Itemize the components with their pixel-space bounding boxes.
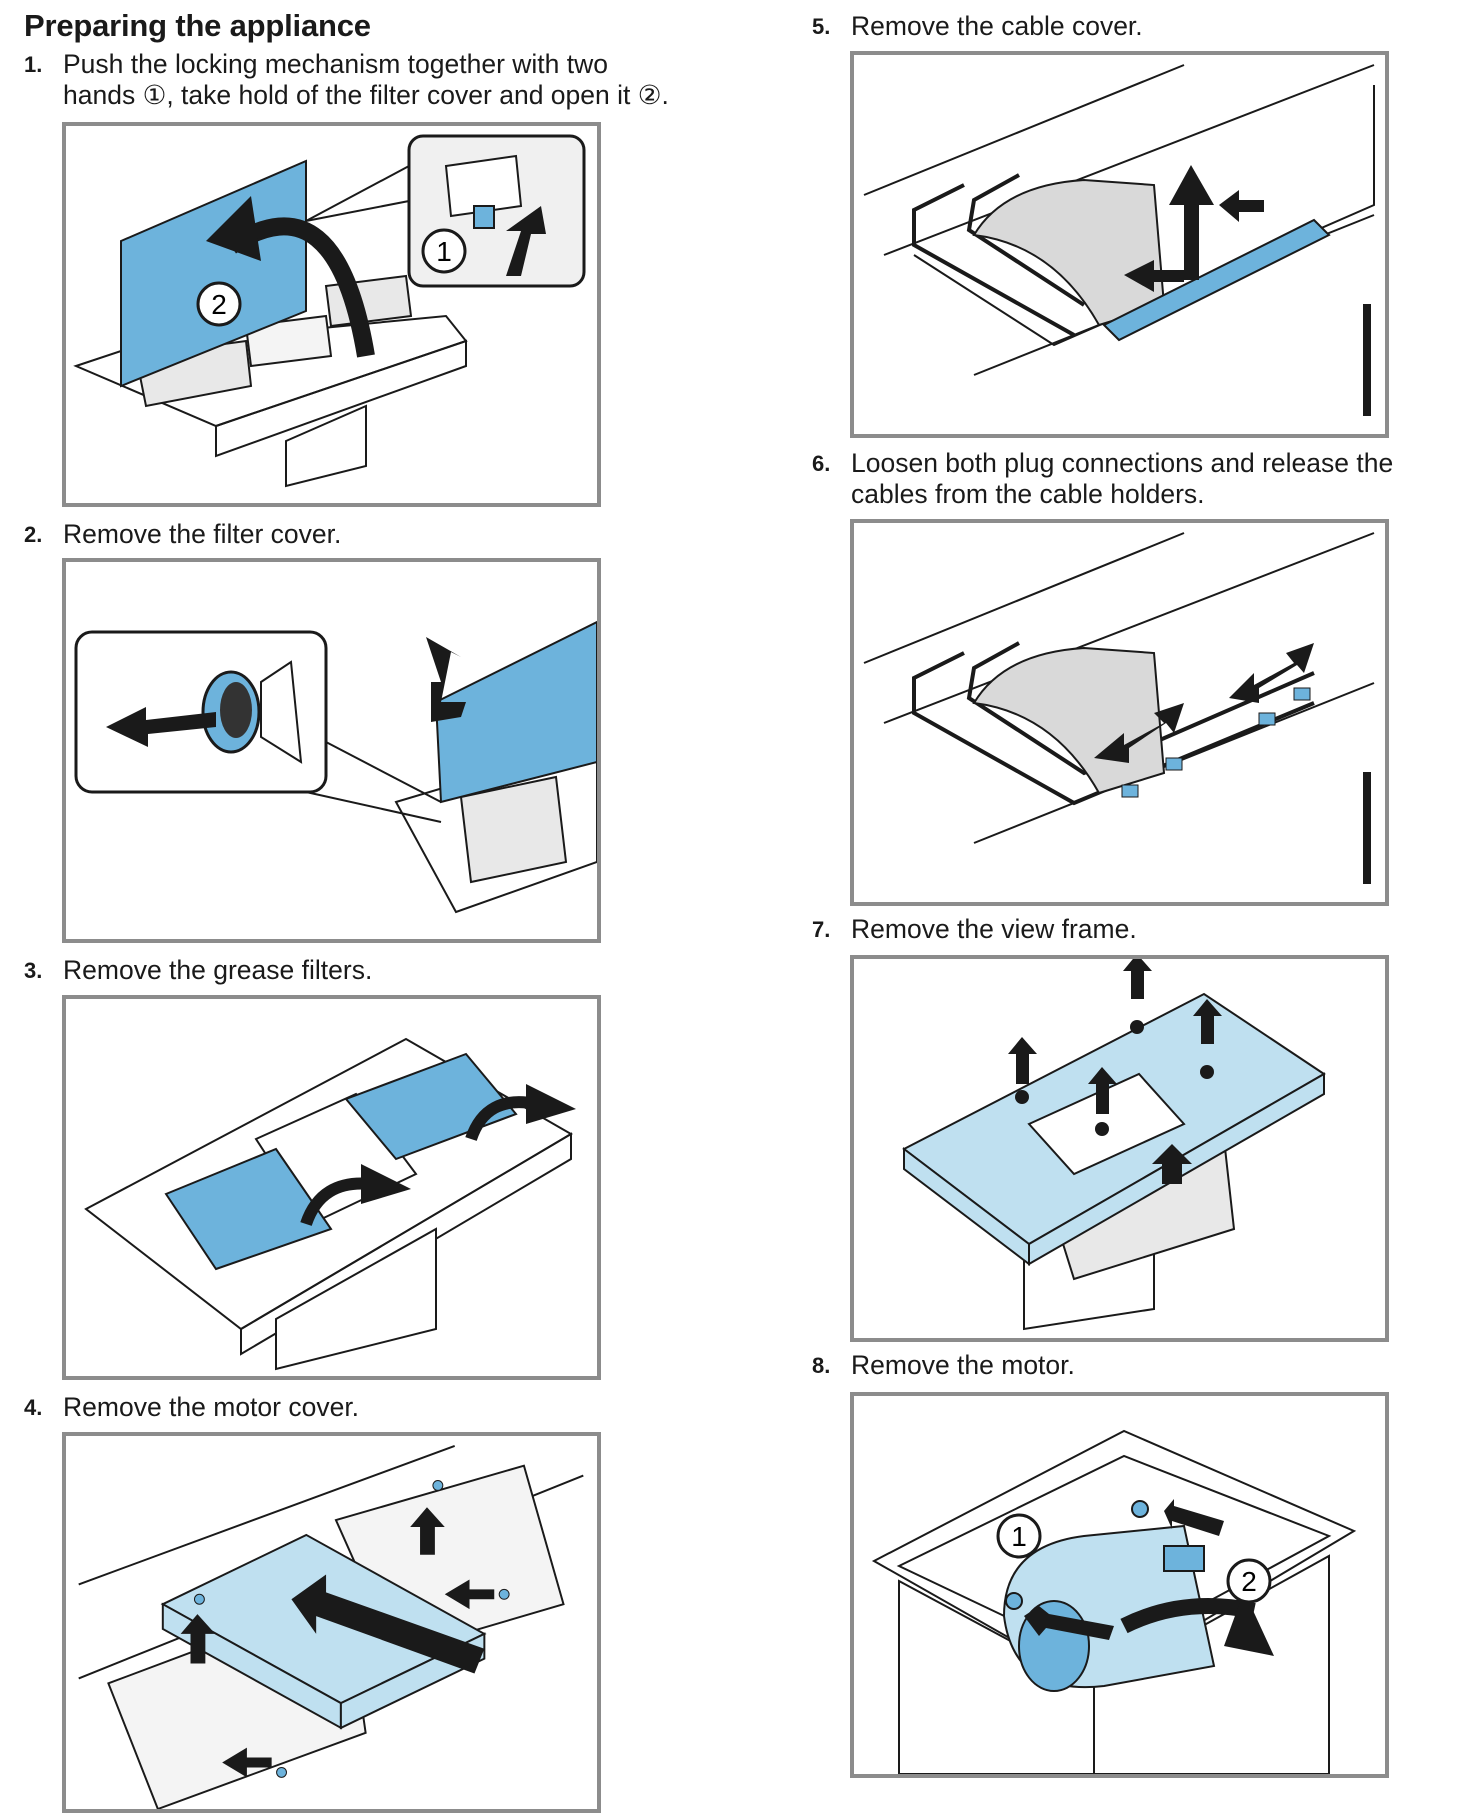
step-text: Remove the cable cover. (851, 11, 1143, 42)
step-5-illustration (850, 51, 1389, 438)
step-3-illustration (62, 995, 601, 1380)
step-number: 3. (24, 958, 43, 983)
step-6-illustration (850, 519, 1389, 906)
step-1-illustration: 2 1 (62, 122, 601, 507)
svg-text:1: 1 (436, 236, 452, 267)
callout-2-badge: 2 (196, 281, 242, 327)
step-text: Loosen both plug connections and release… (851, 448, 1393, 510)
remove-filter-cover-drawing (74, 620, 597, 914)
step-text-line: Push the locking mechanism together with… (63, 49, 608, 79)
open-filter-cover-drawing: 2 1 (73, 134, 586, 488)
remove-motor-cover-drawing (78, 1444, 584, 1809)
remove-view-frame-drawing (902, 959, 1326, 1331)
callout-1-badge: 1 (996, 1513, 1042, 1559)
step-2-illustration (62, 558, 601, 943)
page-title: Preparing the appliance (24, 8, 371, 43)
step-8-illustration: 1 2 (850, 1392, 1389, 1778)
step-number: 7. (812, 917, 831, 942)
step-text-line: Remove the grease filters. (63, 955, 373, 985)
step-text: Remove the view frame. (851, 914, 1137, 945)
step-text-line: Remove the motor. (851, 1350, 1075, 1380)
step-text-line: hands ①, take hold of the filter cover a… (63, 80, 669, 110)
step-text: Remove the motor. (851, 1350, 1075, 1381)
step-4-illustration (62, 1432, 601, 1813)
callout-2-badge: 2 (1226, 1558, 1272, 1604)
loosen-plug-connections-drawing (863, 532, 1375, 884)
step-number: 6. (812, 451, 831, 476)
step-text-line: Remove the filter cover. (63, 519, 342, 549)
step-text: Remove the grease filters. (63, 955, 372, 986)
callout-1-badge: 1 (421, 228, 467, 274)
step-number: 4. (24, 1395, 43, 1420)
step-number: 8. (812, 1353, 831, 1378)
step-number: 1. (24, 52, 43, 77)
svg-text:2: 2 (1241, 1566, 1257, 1597)
remove-motor-drawing: 1 2 (871, 1429, 1357, 1774)
svg-text:1: 1 (1011, 1521, 1027, 1552)
step-7-illustration (850, 955, 1389, 1342)
remove-cable-cover-drawing (863, 64, 1375, 416)
remove-grease-filters-drawing (84, 1037, 576, 1371)
step-text-line: Remove the motor cover. (63, 1392, 360, 1422)
step-text: Remove the filter cover. (63, 519, 341, 550)
step-text-line: Remove the view frame. (851, 914, 1137, 944)
step-text: Remove the motor cover. (63, 1392, 359, 1423)
step-text: Push the locking mechanism together with… (63, 49, 669, 111)
svg-text:2: 2 (211, 289, 227, 320)
step-text-line: Loosen both plug connections and release… (851, 448, 1394, 478)
step-number: 2. (24, 522, 43, 547)
step-text-line: cables from the cable holders. (851, 479, 1205, 509)
step-text-line: Remove the cable cover. (851, 11, 1143, 41)
step-number: 5. (812, 14, 831, 39)
